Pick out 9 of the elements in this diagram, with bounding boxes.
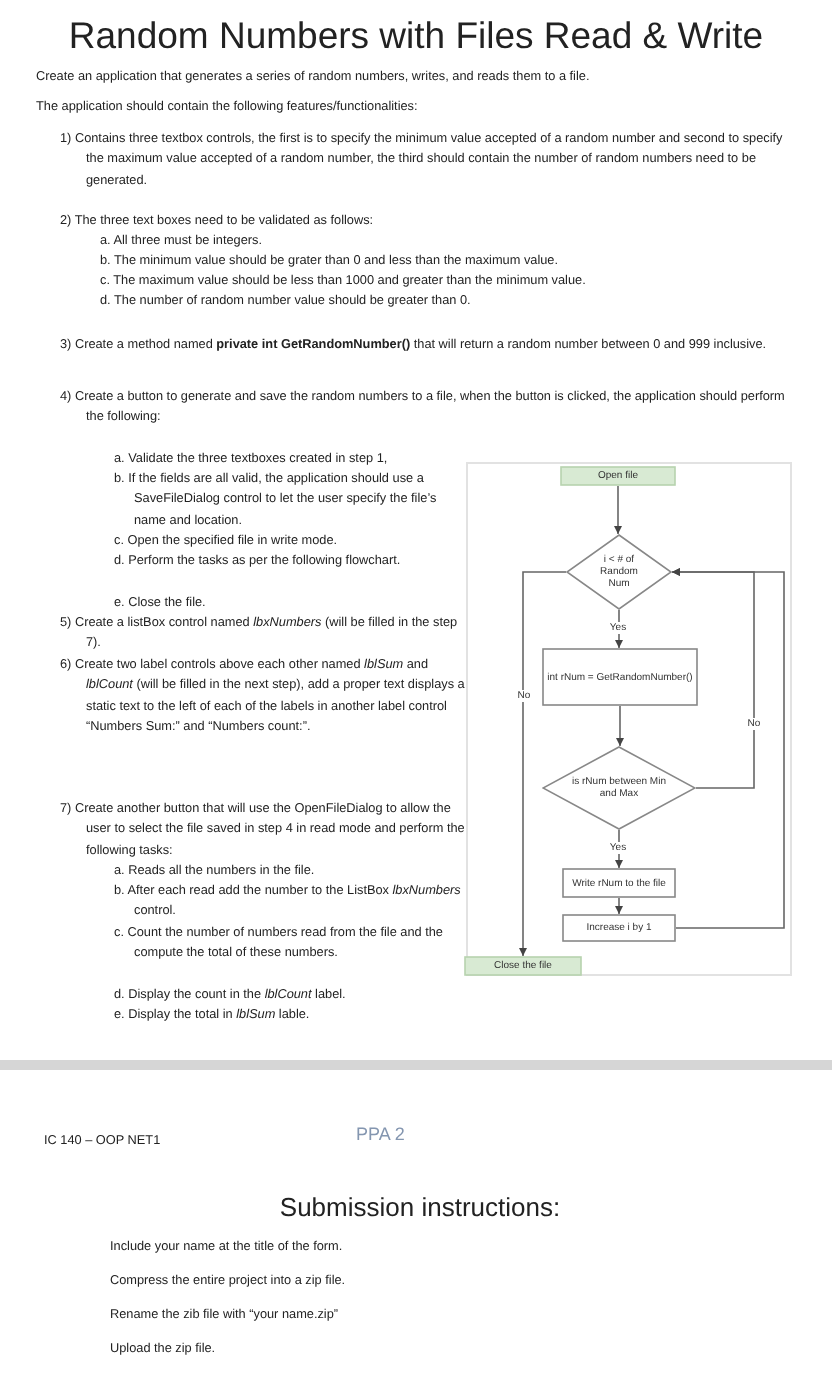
arrow <box>615 897 623 915</box>
arrow <box>614 485 622 535</box>
section-heading: Submission instructions: <box>277 1192 563 1224</box>
title-heading: Random Numbers with Files Read & Write <box>66 12 766 60</box>
arrow <box>671 568 785 929</box>
arrow <box>519 571 567 957</box>
page-heading: PPA 2 <box>356 1122 407 1146</box>
arrow <box>616 705 624 747</box>
arrow <box>671 568 755 789</box>
